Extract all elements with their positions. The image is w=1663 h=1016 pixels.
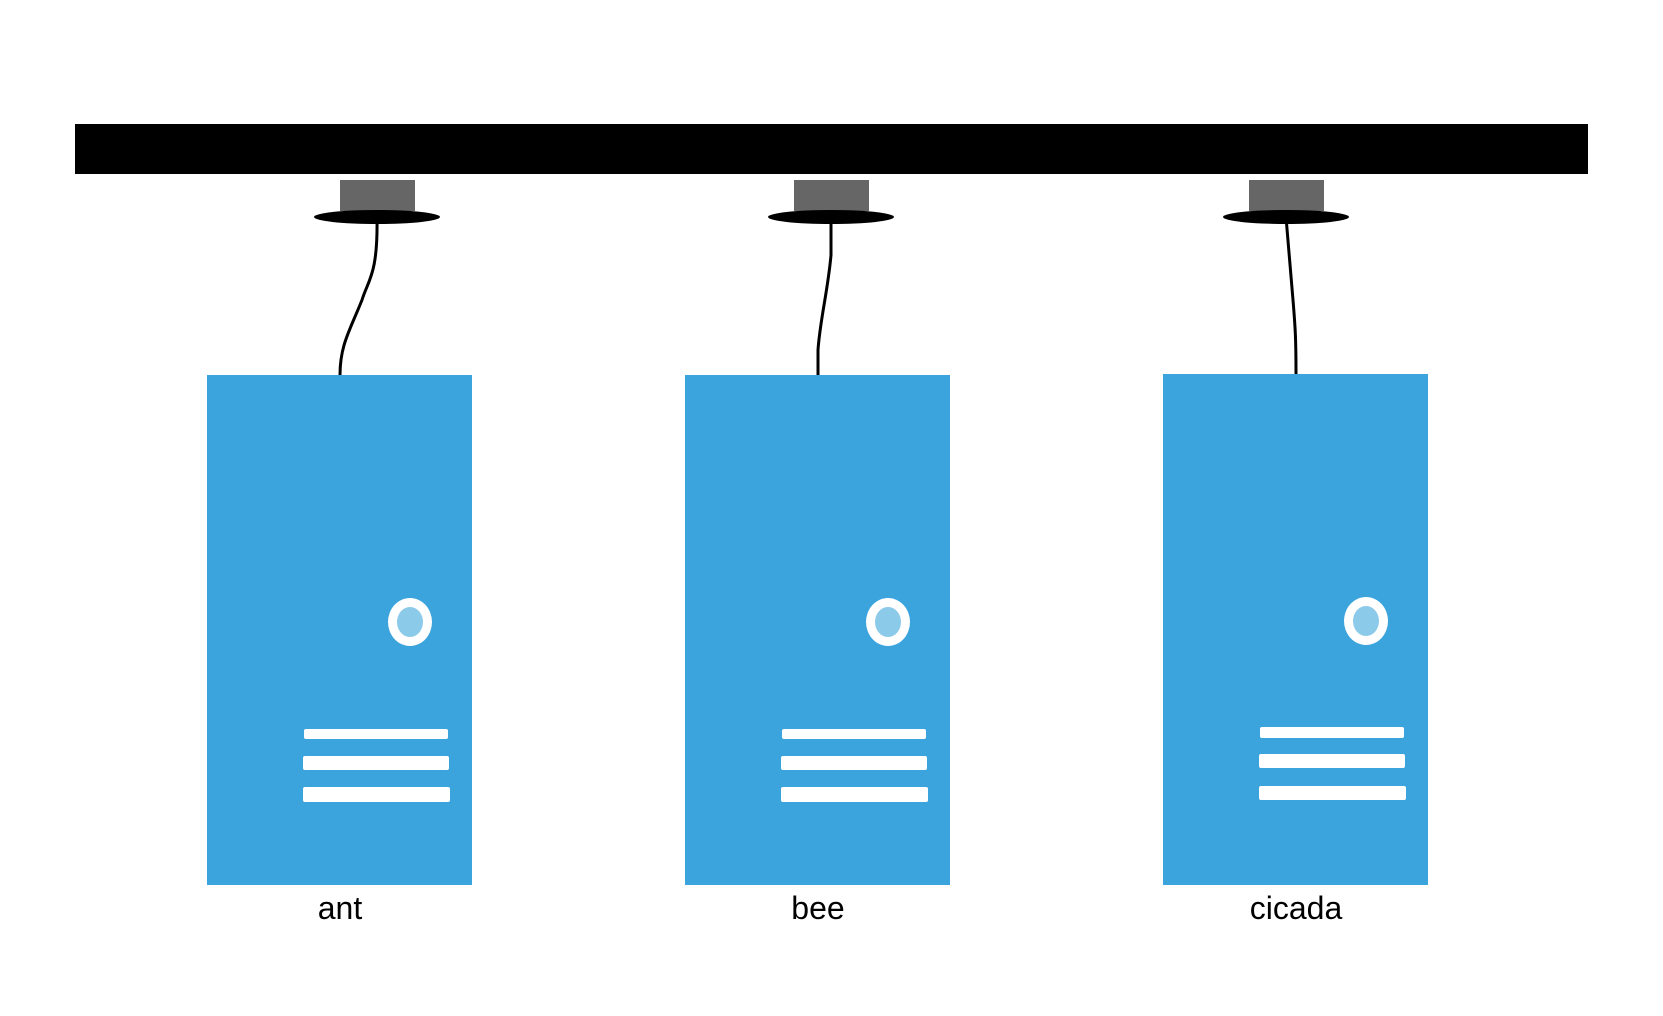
server-label: ant bbox=[318, 890, 363, 926]
network-bus-bar bbox=[75, 124, 1588, 174]
network-cable bbox=[1284, 216, 1298, 376]
network-cable bbox=[816, 217, 833, 375]
server-ant[interactable]: ant bbox=[207, 375, 472, 926]
drive-slot bbox=[303, 787, 450, 802]
drive-slot bbox=[1259, 754, 1405, 768]
drive-slot bbox=[1259, 786, 1406, 800]
bus-port bbox=[340, 180, 415, 211]
network-cable bbox=[338, 216, 379, 376]
server-label: bee bbox=[791, 890, 844, 926]
drive-slot bbox=[1260, 727, 1404, 738]
drive-slot bbox=[781, 756, 927, 770]
drive-slot bbox=[303, 756, 449, 770]
bus-port bbox=[794, 180, 869, 211]
drive-slot bbox=[781, 787, 928, 802]
power-light-icon bbox=[1353, 606, 1379, 636]
server-tower-icon bbox=[207, 375, 472, 885]
server-cicada[interactable]: cicada bbox=[1163, 374, 1428, 926]
bus-port bbox=[1249, 180, 1324, 211]
power-light-icon bbox=[397, 607, 423, 637]
drive-slot bbox=[304, 729, 448, 739]
server-label: cicada bbox=[1250, 890, 1343, 926]
server-bee[interactable]: bee bbox=[685, 375, 950, 926]
server-tower-icon bbox=[685, 375, 950, 885]
connector-ant bbox=[314, 180, 440, 376]
power-light-icon bbox=[875, 607, 901, 637]
connector-cicada bbox=[1223, 180, 1349, 376]
drive-slot bbox=[782, 729, 926, 739]
server-tower-icon bbox=[1163, 374, 1428, 885]
connector-bee bbox=[768, 180, 894, 375]
